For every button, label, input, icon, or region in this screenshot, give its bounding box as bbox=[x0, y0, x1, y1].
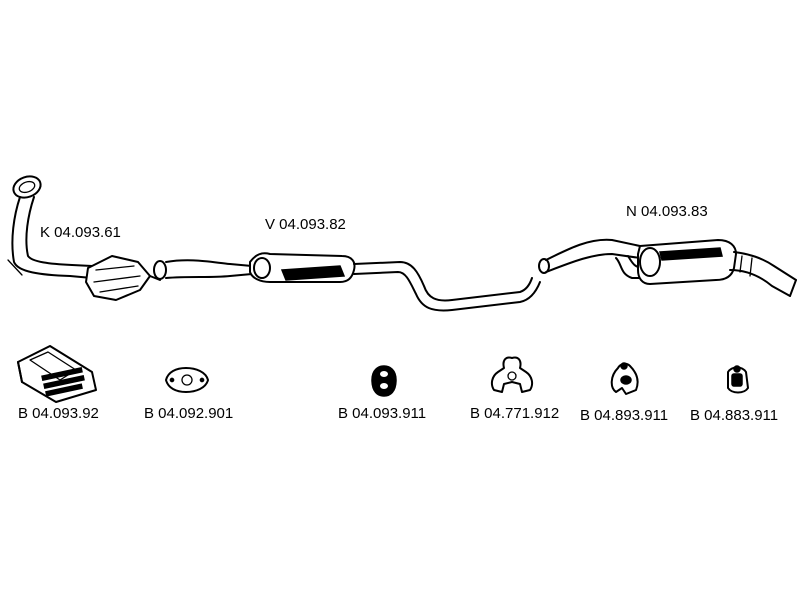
rubber-hanger-4-drawing bbox=[727, 365, 749, 394]
rear-silencer-label: N 04.093.83 bbox=[626, 203, 708, 220]
gasket-drawing bbox=[165, 367, 209, 393]
front-silencer-label: V 04.093.82 bbox=[265, 216, 346, 233]
mounting-part-label-5: B 04.893.911 bbox=[580, 407, 669, 424]
mounting-part-label-4: B 04.771.912 bbox=[470, 405, 560, 422]
mounting-part-label-2: B 04.092.901 bbox=[144, 405, 234, 422]
catalytic-converter-label: K 04.093.61 bbox=[40, 224, 121, 241]
rubber-hanger-1-drawing bbox=[371, 365, 397, 397]
mounting-part-label-1: B 04.093.92 bbox=[18, 405, 99, 422]
rubber-hanger-3-drawing bbox=[610, 362, 639, 395]
mounting-kit-drawing bbox=[17, 345, 97, 403]
mounting-part-label-3: B 04.093.911 bbox=[338, 405, 427, 422]
front-silencer-drawing bbox=[153, 252, 541, 312]
rubber-hanger-2-drawing bbox=[490, 356, 534, 393]
mounting-part-label-6: B 04.883.911 bbox=[690, 407, 779, 424]
rear-silencer-drawing bbox=[538, 238, 797, 297]
